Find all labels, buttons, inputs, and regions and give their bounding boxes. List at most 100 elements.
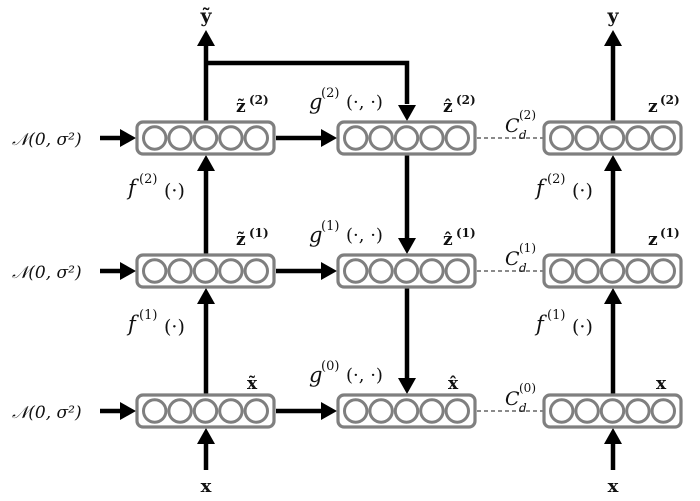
neuron-unit [343, 258, 369, 284]
neuron-unit [549, 258, 575, 284]
noise-label-row-0: 𝒩(0, σ²) [12, 403, 82, 423]
svg-text:g: g [309, 223, 322, 247]
neuron-unit [192, 398, 219, 424]
svg-text:f: f [534, 312, 547, 336]
svg-text:(1): (1) [519, 241, 536, 255]
arrow-head-icon [604, 288, 622, 304]
neuron-unit [549, 398, 575, 424]
neuron-unit [243, 125, 269, 151]
neuron-unit [419, 398, 445, 424]
neuron-unit [625, 125, 651, 151]
neuron-unit [142, 398, 168, 424]
svg-text:f: f [126, 176, 139, 200]
input-arrow-noisy [197, 428, 215, 470]
neuron-unit [343, 398, 369, 424]
svg-text:(2): (2) [547, 172, 565, 187]
connections [100, 30, 622, 470]
cost-label-cd0: C d (0) [505, 381, 536, 415]
function-label-f1-clean: f (1) (·) [534, 308, 593, 338]
svg-text:(·): (·) [572, 316, 593, 338]
neuron-unit [368, 258, 394, 284]
input-label-x-clean: x [608, 476, 619, 497]
arrow-head-icon [197, 428, 215, 444]
neuron-unit [243, 398, 269, 424]
svg-text:(·): (·) [164, 180, 185, 202]
layer-label-z-hat-1: ẑ (1) [443, 226, 476, 250]
layer-box-x-hat [336, 393, 477, 429]
arrow-head-icon [120, 129, 136, 147]
function-label-f2-noisy: f (2) (·) [126, 172, 185, 202]
arrow-head-icon [604, 30, 622, 46]
neuron-unit [167, 125, 193, 151]
svg-text:g: g [309, 90, 322, 114]
svg-text:f: f [534, 176, 547, 200]
neuron-unit [599, 258, 626, 284]
function-label-g1: g (1) (·, ·) [309, 219, 383, 247]
svg-text:x: x [656, 374, 667, 394]
f1-arrow-noisy [197, 288, 215, 394]
arrow-head-icon [321, 262, 337, 280]
layer-label-z-1: z (1) [648, 226, 680, 250]
layer-box-z-tilde-1 [135, 253, 276, 289]
svg-text:d: d [519, 401, 527, 415]
arrow-head-icon [120, 402, 136, 420]
neuron-unit [419, 258, 445, 284]
layer-label-z-tilde-2: z̃ (2) [236, 93, 269, 117]
svg-text:z: z [648, 97, 658, 117]
neuron-unit [444, 125, 470, 151]
neuron-unit [192, 125, 219, 151]
svg-text:(1): (1) [139, 308, 157, 323]
f1-arrow-clean [604, 288, 622, 394]
svg-text:f: f [126, 312, 139, 336]
function-label-f2-clean: f (2) (·) [534, 172, 593, 202]
noise-arrow-row-1 [100, 262, 136, 280]
svg-text:(1): (1) [660, 226, 680, 240]
cost-label-cd1: C d (1) [505, 241, 536, 275]
layer-label-z-tilde-1: z̃ (1) [236, 226, 269, 250]
svg-text:C: C [505, 388, 520, 410]
g0-arrow [398, 288, 416, 394]
input-arrow-clean [604, 428, 622, 470]
layer-label-z-2: z (2) [648, 93, 680, 117]
arrow-head-icon [398, 378, 416, 394]
svg-text:z̃: z̃ [236, 230, 246, 250]
svg-text:(·, ·): (·, ·) [346, 225, 383, 246]
svg-text:(·, ·): (·, ·) [346, 365, 383, 386]
lateral-arrow-row-1 [276, 262, 337, 280]
svg-text:C: C [505, 248, 520, 270]
layer-box-x-clean [542, 393, 683, 429]
labels: ỹ y x x 𝒩(0, σ²) 𝒩(0, σ²) 𝒩(0, σ²) z̃ (… [12, 5, 680, 497]
neuron-unit [599, 125, 626, 151]
svg-text:(0): (0) [321, 359, 339, 374]
output-arrow-y-tilde [197, 30, 215, 121]
svg-text:(2): (2) [139, 172, 157, 187]
neuron-unit [444, 258, 470, 284]
svg-text:z̃: z̃ [236, 97, 246, 117]
neuron-unit [368, 125, 394, 151]
svg-text:(1): (1) [249, 226, 269, 240]
arrow-head-icon [398, 238, 416, 254]
function-label-f1-noisy: f (1) (·) [126, 308, 185, 338]
layer-label-x-tilde: x̃ [247, 374, 258, 394]
svg-text:d: d [519, 261, 527, 275]
svg-text:(2): (2) [660, 93, 680, 107]
svg-text:(·): (·) [164, 316, 185, 338]
neuron-unit [444, 398, 470, 424]
neuron-unit [393, 258, 420, 284]
arrow-head-icon [197, 30, 215, 46]
layer-box-z-1 [542, 253, 683, 289]
lateral-arrow-row-0 [276, 402, 337, 420]
output-label-y-tilde: ỹ [199, 5, 212, 27]
lateral-arrow-row-2 [276, 129, 337, 147]
neuron-unit [343, 125, 369, 151]
neuron-unit [218, 258, 244, 284]
layer-boxes [135, 120, 683, 429]
neuron-unit [574, 125, 600, 151]
top-connector-line [206, 60, 410, 104]
svg-text:(2): (2) [249, 93, 269, 107]
layer-box-z-2 [542, 120, 683, 156]
neuron-unit [650, 125, 676, 151]
layer-box-z-hat-1 [336, 253, 477, 289]
cost-label-cd2: C d (2) [505, 108, 536, 142]
neuron-unit [549, 125, 575, 151]
